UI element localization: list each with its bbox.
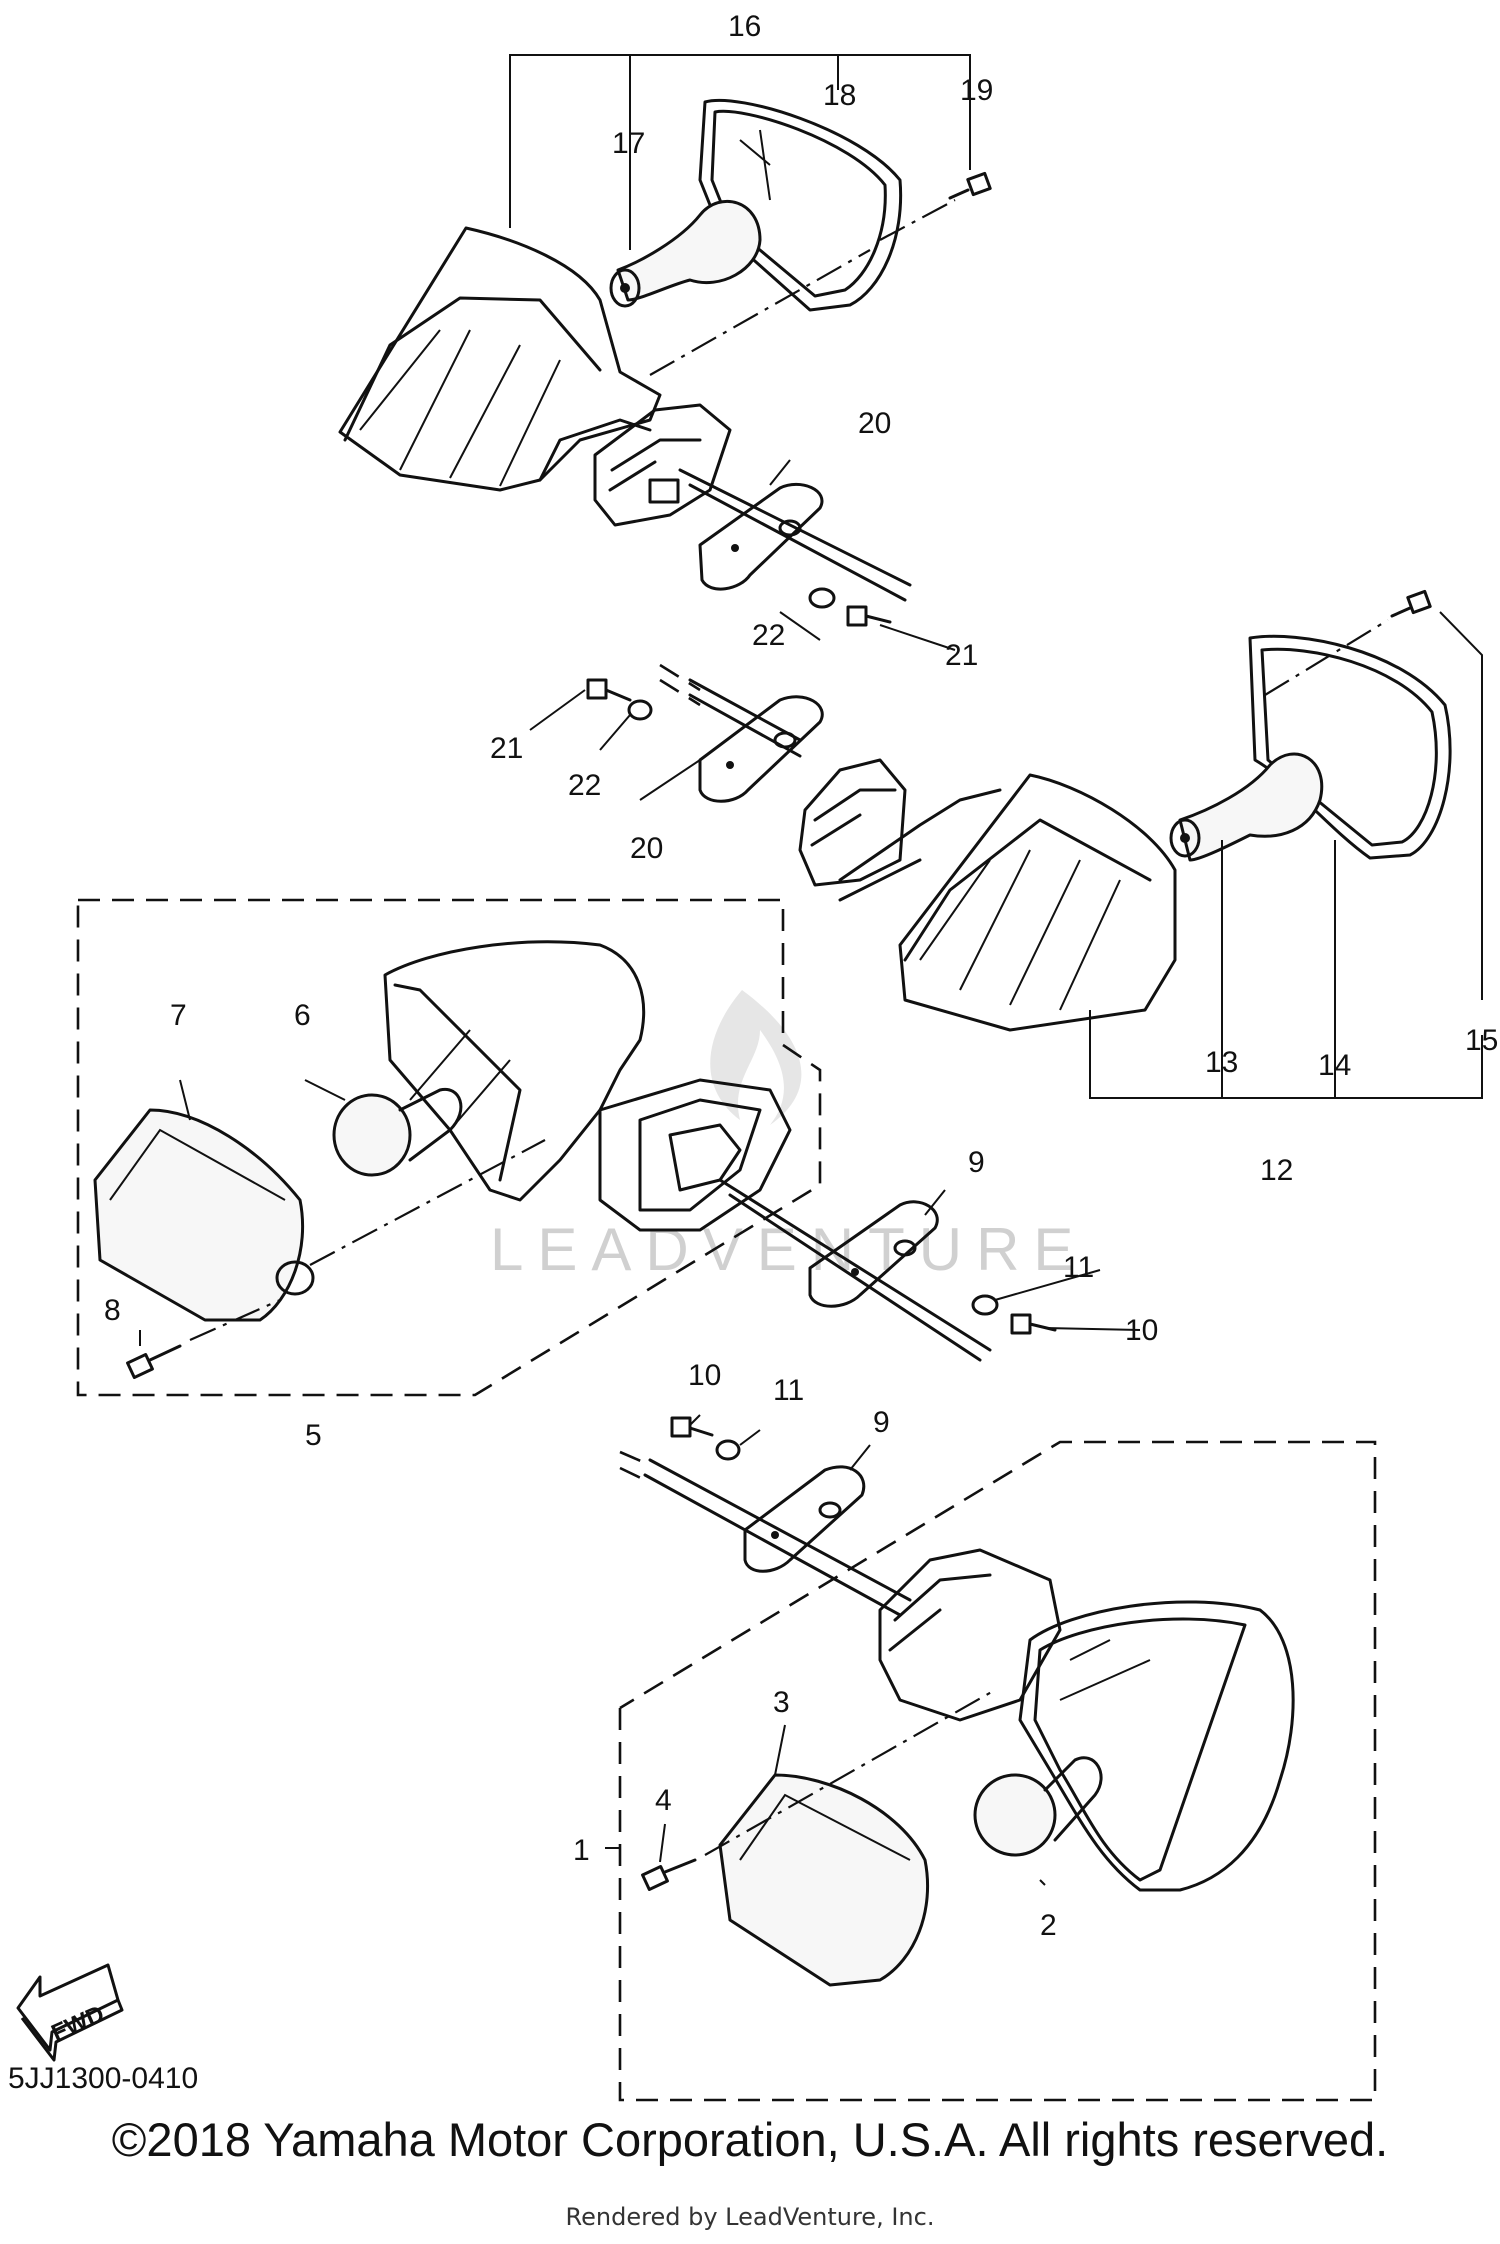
assembly-12-turn-signal — [586, 589, 1452, 1032]
callout-20-mid: 20 — [630, 832, 663, 865]
callout-11-low: 11 — [773, 1374, 804, 1407]
callout-16: 16 — [728, 10, 761, 43]
callout-4: 4 — [655, 1784, 672, 1817]
assembly-16-turn-signal — [338, 98, 992, 627]
callout-1: 1 — [573, 1834, 590, 1867]
rendered-by-notice: Rendered by LeadVenture, Inc. — [565, 2203, 935, 2231]
copyright-notice: ©2018 Yamaha Motor Corporation, U.S.A. A… — [111, 2113, 1389, 2166]
callout-18: 18 — [823, 79, 856, 112]
callout-22-top: 22 — [752, 619, 785, 652]
callout-20-top: 20 — [858, 407, 891, 440]
diagram-code: 5JJ1300-0410 — [8, 2062, 199, 2095]
callout-10-mid: 10 — [1125, 1314, 1158, 1347]
callout-17: 17 — [612, 127, 645, 160]
callout-15: 15 — [1465, 1024, 1498, 1057]
callout-13: 13 — [1205, 1046, 1238, 1079]
assembly-5-turn-signal — [76, 898, 1057, 1397]
callout-21-mid: 21 — [490, 732, 523, 765]
callout-8: 8 — [104, 1294, 121, 1327]
callout-22-mid: 22 — [568, 769, 601, 802]
callout-2: 2 — [1040, 1909, 1057, 1942]
callout-12: 12 — [1260, 1154, 1293, 1187]
callout-3: 3 — [773, 1686, 790, 1719]
fwd-arrow-icon: FWD — [16, 1963, 124, 2062]
callout-11-mid: 11 — [1063, 1251, 1094, 1284]
callout-5: 5 — [305, 1419, 322, 1452]
callout-10-low: 10 — [688, 1359, 721, 1392]
callout-7: 7 — [170, 999, 187, 1032]
part-callouts: 16 18 19 17 20 22 21 21 22 20 7 6 13 14 … — [104, 10, 1498, 1942]
callout-6: 6 — [294, 999, 311, 1032]
watermark: LEADVENTURE — [490, 990, 1087, 1283]
callout-9-low: 9 — [873, 1406, 890, 1439]
callout-9-mid: 9 — [968, 1146, 985, 1179]
screw-19 — [948, 171, 992, 200]
callout-14: 14 — [1318, 1049, 1351, 1082]
watermark-text: LEADVENTURE — [490, 1216, 1087, 1283]
callout-21-top: 21 — [945, 639, 978, 672]
callout-19: 19 — [960, 74, 993, 107]
assembly-1-turn-signal — [618, 1416, 1377, 2102]
leader-lines — [139, 54, 1483, 1886]
